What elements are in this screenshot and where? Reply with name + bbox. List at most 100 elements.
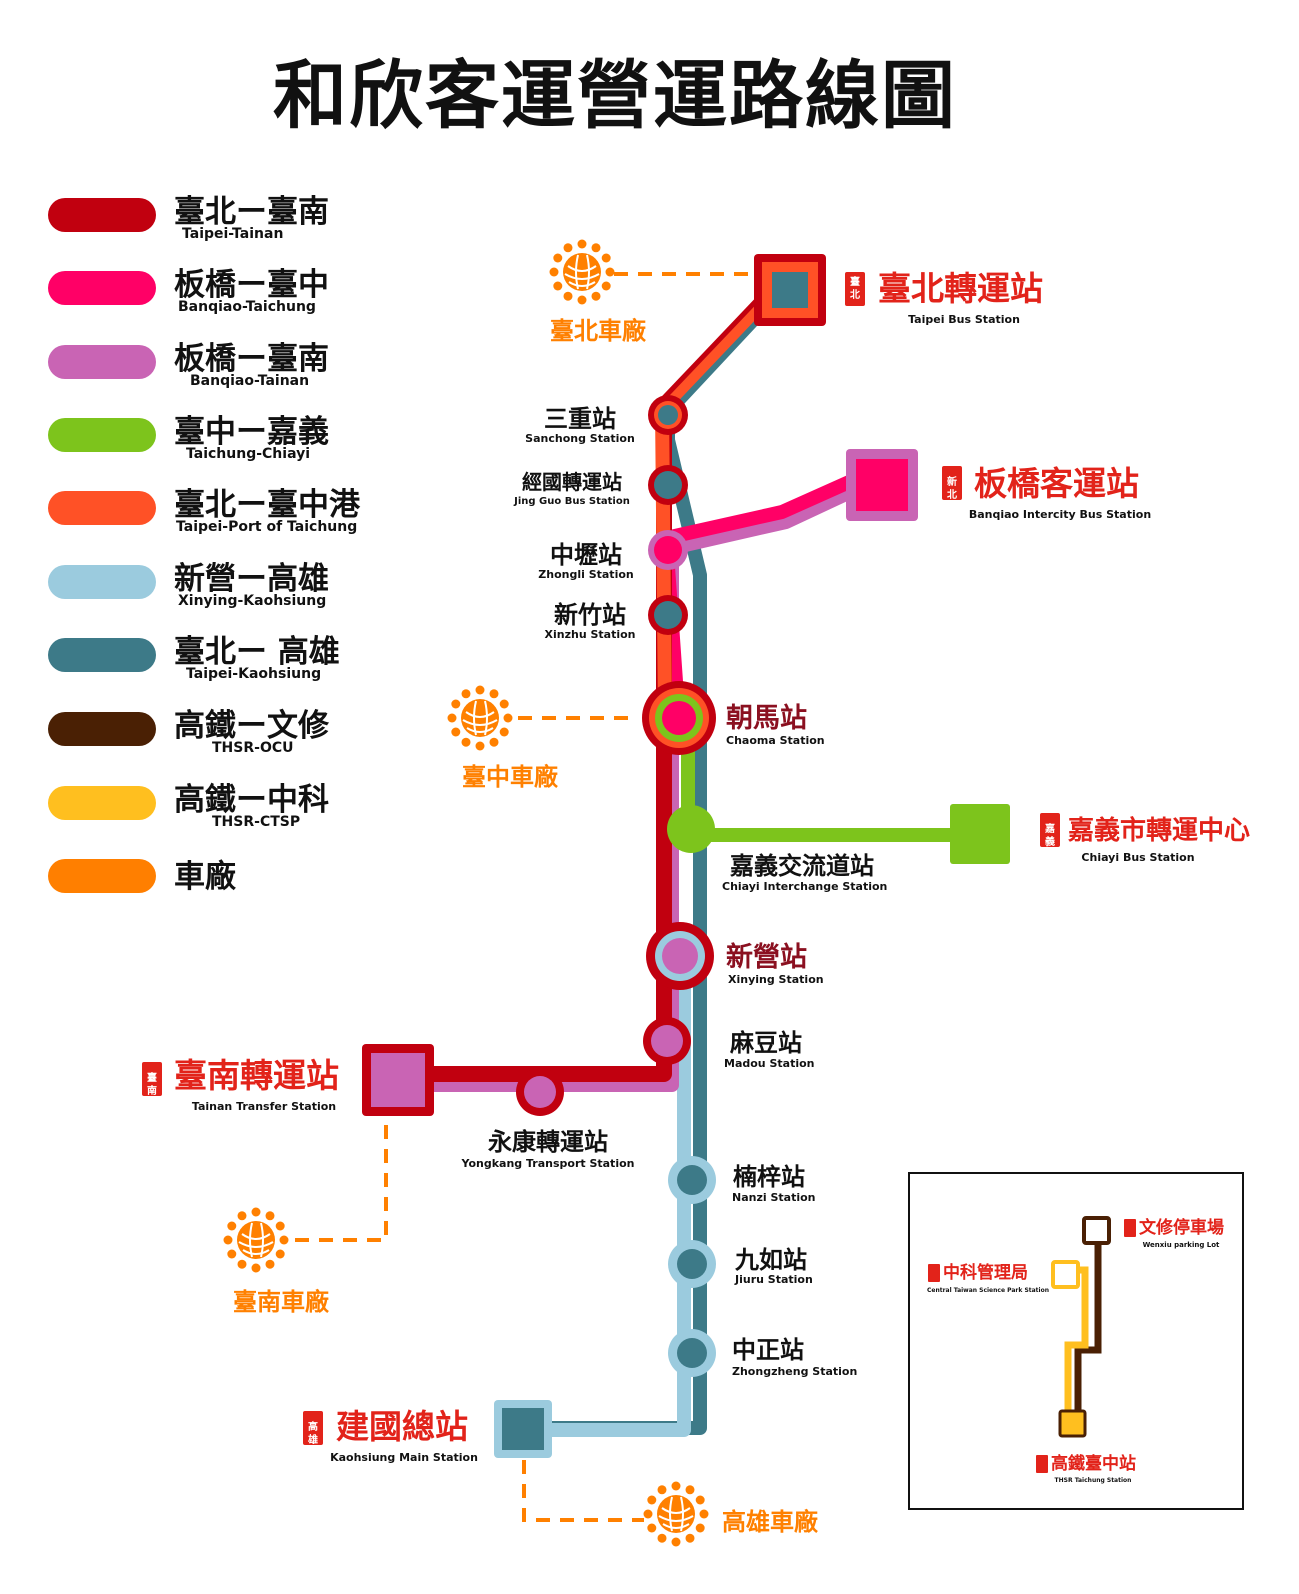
terminal-chiayi	[950, 804, 1010, 864]
station-sanchong	[648, 395, 688, 435]
terminal-tag-text: 嘉義	[1044, 822, 1055, 848]
legend-swatch	[48, 859, 156, 893]
terminal-tag-chiayi: 嘉義	[1040, 813, 1060, 848]
legend-item-xinying-kaohsiung: 新營ー高雄 Xinying-Kaohsiung	[48, 557, 408, 617]
legend-label: 臺中ー嘉義	[174, 414, 329, 450]
inset-label-ctsp: 中科管理局	[943, 1262, 1028, 1283]
station-label-madou: 麻豆站	[729, 1029, 802, 1057]
legend-item-taipei-tainan: 臺北ー臺南 Taipei-Tainan	[48, 190, 408, 250]
terminal-tag-text: 臺南	[147, 1071, 157, 1097]
terminal-sublabel-banqiao: Banqiao Intercity Bus Station	[969, 508, 1151, 521]
legend-swatch	[48, 345, 156, 379]
legend-swatch	[48, 198, 156, 232]
depot-label-tainan: 臺南車廠	[233, 1288, 330, 1316]
legend-sublabel: Taipei-Tainan	[182, 226, 284, 242]
station-sublabel-chiayi-ic: Chiayi Interchange Station	[722, 880, 887, 893]
terminal-tainan	[362, 1044, 434, 1116]
depot-label-taichung: 臺中車廠	[462, 763, 559, 791]
inset-tag-thsr	[1036, 1455, 1048, 1473]
terminal-tag-tainan: 臺南	[142, 1062, 162, 1097]
legend-item-taipei-port-taichung: 臺北ー臺中港 Taipei-Port of Taichung	[48, 483, 408, 543]
station-sublabel-jingguo: Jing Guo Bus Station	[513, 496, 630, 507]
legend-label: 板橋ー臺中	[174, 267, 329, 303]
station-label-jiuru: 九如站	[734, 1246, 807, 1274]
terminal-tag-text: 臺北	[850, 275, 860, 301]
station-label-yongkang: 永康轉運站	[488, 1128, 608, 1156]
terminal-tag-text: 新北	[947, 475, 957, 501]
terminal-sublabel-taipei: Taipei Bus Station	[908, 313, 1020, 326]
depot-icon-tainan	[222, 1206, 290, 1274]
station-sublabel-zhongli: Zhongli Station	[538, 568, 633, 581]
depot-icon-taichung	[446, 684, 514, 752]
terminal-sublabel-kaohsiung: Kaohsiung Main Station	[330, 1451, 478, 1464]
inset-frame	[908, 1172, 1244, 1510]
depot-link-tainan	[295, 1110, 388, 1242]
station-chaoma	[642, 681, 716, 755]
legend-swatch	[48, 418, 156, 452]
inset-label-wenxiu: 文修停車場	[1139, 1217, 1224, 1238]
route-taipei-tainan	[392, 418, 672, 1082]
terminal-kaohsiung	[494, 1400, 552, 1458]
terminal-label-tainan: 臺南轉運站	[174, 1056, 339, 1095]
station-zhongli	[648, 530, 688, 570]
legend-swatch	[48, 712, 156, 746]
legend-label: 高鐵ー文修	[174, 708, 329, 744]
terminal-banqiao	[846, 449, 918, 521]
station-label-zhongzheng: 中正站	[732, 1336, 804, 1364]
terminal-taipei	[754, 254, 826, 326]
legend-item-taichung-chiayi: 臺中ー嘉義 Taichung-Chiayi	[48, 410, 408, 470]
station-xinzhu	[648, 595, 688, 635]
station-zhongzheng	[668, 1329, 716, 1377]
map-title: 和欣客運營運路線圖	[273, 53, 957, 139]
station-label-chiayi-ic: 嘉義交流道站	[730, 852, 874, 880]
legend-swatch	[48, 271, 156, 305]
depot-label-taipei: 臺北車廠	[550, 317, 647, 345]
inset-sublabel-wenxiu: Wenxiu parking Lot	[1143, 1241, 1220, 1249]
inset-sublabel-thsr: THSR Taichung Station	[1055, 1477, 1132, 1484]
station-sublabel-jiuru: Jiuru Station	[734, 1273, 813, 1286]
route-thsr-ocu	[1074, 1240, 1102, 1424]
legend-item-depot: 車廠	[48, 851, 408, 911]
terminal-sublabel-tainan: Tainan Transfer Station	[192, 1100, 336, 1113]
legend-label: 新營ー高雄	[174, 561, 329, 597]
station-label-jingguo: 經國轉運站	[522, 470, 622, 494]
route-xinying-kaohsiung	[518, 968, 691, 1437]
station-label-chaoma: 朝馬站	[726, 703, 807, 734]
station-sublabel-madou: Madou Station	[724, 1057, 814, 1070]
legend-swatch	[48, 565, 156, 599]
station-jingguo	[648, 465, 688, 505]
inset-tag-wenxiu	[1124, 1219, 1136, 1237]
legend-label: 高鐵ー中科	[174, 782, 329, 818]
station-sublabel-xinzhu: Xinzhu Station	[545, 628, 636, 641]
inset-sublabel-ctsp: Central Taiwan Science Park Station	[927, 1287, 1049, 1294]
station-label-zhongli: 中壢站	[550, 541, 622, 569]
depot-label-kaohsiung: 高雄車廠	[722, 1508, 819, 1536]
legend-label: 臺北ー臺南	[174, 194, 329, 230]
inset-tag-ctsp	[928, 1264, 940, 1282]
legend-sublabel: THSR-CTSP	[212, 814, 301, 830]
legend-label: 車廠	[174, 859, 236, 895]
station-label-nanzi: 楠梓站	[733, 1163, 805, 1191]
station-label-xinying: 新營站	[726, 941, 807, 973]
station-chiayi-ic	[667, 805, 715, 853]
legend-swatch	[48, 786, 156, 820]
depot-icon-kaohsiung	[642, 1480, 710, 1548]
station-yongkang	[516, 1068, 564, 1116]
legend-sublabel: Taichung-Chiayi	[186, 446, 311, 462]
station-nanzi	[668, 1156, 716, 1204]
terminal-label-banqiao: 板橋客運站	[974, 464, 1139, 503]
legend-sublabel: Banqiao-Tainan	[190, 373, 310, 389]
inset-stop-ctsp	[1051, 1260, 1080, 1289]
station-sublabel-zhongzheng: Zhongzheng Station	[732, 1365, 857, 1378]
legend-sublabel: Taipei-Port of Taichung	[176, 519, 358, 535]
station-sublabel-yongkang: Yongkang Transport Station	[461, 1157, 635, 1170]
legend-label: 臺北ー 高雄	[174, 634, 340, 670]
terminal-tag-taipei: 臺北	[845, 272, 865, 306]
legend-label: 臺北ー臺中港	[174, 487, 360, 523]
legend-sublabel: THSR-OCU	[212, 740, 294, 756]
station-jiuru	[668, 1240, 716, 1288]
legend-swatch	[48, 638, 156, 672]
terminal-tag-kaohsiung: 高雄	[303, 1411, 323, 1446]
station-sublabel-nanzi: Nanzi Station	[732, 1191, 815, 1204]
